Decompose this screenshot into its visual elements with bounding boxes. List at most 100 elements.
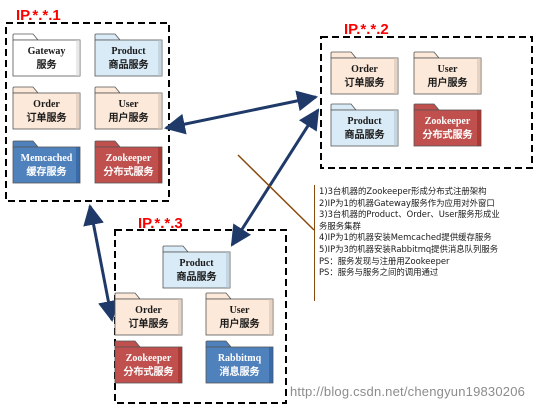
link-ip2-ip3 xyxy=(230,108,320,247)
service-label: 用户服务 xyxy=(108,111,150,124)
folder-shade xyxy=(394,58,398,94)
folder-shade xyxy=(477,58,481,94)
link-ip1-ip3 xyxy=(83,203,119,323)
folder-shade xyxy=(158,93,162,129)
note-line: 2)IP为1的机器Gateway服务作为应用对外窗口 xyxy=(319,197,495,208)
service-name: Product xyxy=(179,258,214,269)
folder-shade xyxy=(477,110,481,146)
note-line: 1)3台机器的Zookeeper形成分布式注册架构 xyxy=(319,186,487,196)
service-label: 消息服务 xyxy=(220,365,261,378)
folder-body xyxy=(330,57,399,95)
folder-body xyxy=(205,298,274,336)
folder-body xyxy=(413,109,482,147)
service-label: 分布式服务 xyxy=(104,165,155,178)
service-name: Zookeeper xyxy=(425,116,471,127)
folder-shade xyxy=(158,147,162,183)
folder-shade xyxy=(226,252,230,288)
service-nodes: Gateway服务Product商品服务Order订单服务User用户服务Mem… xyxy=(12,33,482,384)
service-label: 用户服务 xyxy=(219,317,261,330)
service-label: 分布式服务 xyxy=(124,365,175,378)
service-label: 商品服务 xyxy=(345,128,386,141)
server-group-3-border xyxy=(114,229,287,404)
service-name: Memcached xyxy=(21,153,73,164)
folder-shade xyxy=(76,40,80,76)
service-label: 用户服务 xyxy=(427,76,469,89)
group-2-ip-label: IP.*.*.2 xyxy=(344,21,389,38)
folder-shade xyxy=(269,347,273,383)
folder-body xyxy=(12,92,81,130)
folder-body xyxy=(12,146,81,184)
service-label: 缓存服务 xyxy=(26,165,68,178)
folder-shade xyxy=(178,347,182,383)
folder-body xyxy=(205,346,274,384)
folder-body xyxy=(94,39,163,77)
folder-body xyxy=(330,109,399,147)
folder-tab-icon xyxy=(94,140,121,148)
group-3-ip-label: IP.*.*.3 xyxy=(138,215,183,232)
folder-body xyxy=(413,57,482,95)
service-name: Order xyxy=(135,305,162,316)
folder-tab-icon xyxy=(12,86,39,94)
service-name: Zookeeper xyxy=(106,153,152,164)
server-group-1-border xyxy=(5,22,170,202)
folder-shade xyxy=(394,110,398,146)
server-group-2-border xyxy=(320,36,533,169)
service-label: 服务 xyxy=(37,58,58,71)
service-name: Product xyxy=(347,116,382,127)
note-line: 3)3台机器的Product、Order、User服务形成业 xyxy=(319,209,500,220)
folder-shade xyxy=(269,299,273,335)
service-label: 订单服务 xyxy=(345,76,386,89)
folder-tab-icon xyxy=(162,245,189,253)
link-ip1-ip2 xyxy=(163,90,319,135)
note-line: PS：服务与服务之间的调用通过 xyxy=(319,267,439,278)
note-line: 4)IP为1的机器安装Memcached提供缓存服务 xyxy=(319,232,492,243)
folder-shade xyxy=(178,299,182,335)
service-label: 分布式服务 xyxy=(423,128,474,141)
folder-tab-icon xyxy=(330,51,357,59)
folder-tab-icon xyxy=(413,103,440,111)
service-label: 商品服务 xyxy=(177,270,218,283)
folder-shade xyxy=(76,93,80,129)
folder-tab-icon xyxy=(12,140,39,148)
service-name: Rabbitmq xyxy=(218,353,262,364)
service-name: Product xyxy=(111,46,146,57)
note-line: PS：服务发现与注册用Zookeeper xyxy=(319,255,450,266)
service-name: User xyxy=(230,305,251,316)
folder-tab-icon xyxy=(12,33,39,41)
service-node-g1-gateway: Gateway服务 xyxy=(12,33,81,77)
service-name: User xyxy=(438,64,459,75)
folder-shade xyxy=(76,147,80,183)
service-name: Gateway xyxy=(28,46,66,57)
folder-tab-icon xyxy=(114,292,141,300)
folder-tab-icon xyxy=(205,340,232,348)
folder-body xyxy=(114,346,183,384)
folder-tab-icon xyxy=(330,103,357,111)
service-label: 订单服务 xyxy=(129,317,170,330)
folder-tab-icon xyxy=(413,51,440,59)
folder-tab-icon xyxy=(205,292,232,300)
note-line: 务服务集群 xyxy=(319,220,361,231)
service-name: Order xyxy=(33,99,60,110)
folder-tab-icon xyxy=(94,86,121,94)
service-name: Zookeeper xyxy=(126,353,172,364)
service-name: User xyxy=(119,99,140,110)
watermark: http://blog.csdn.net/chengyun19830206 xyxy=(290,384,526,399)
group-1-ip-label: IP.*.*.1 xyxy=(16,7,61,24)
folder-body xyxy=(94,92,163,130)
service-label: 订单服务 xyxy=(27,111,68,124)
